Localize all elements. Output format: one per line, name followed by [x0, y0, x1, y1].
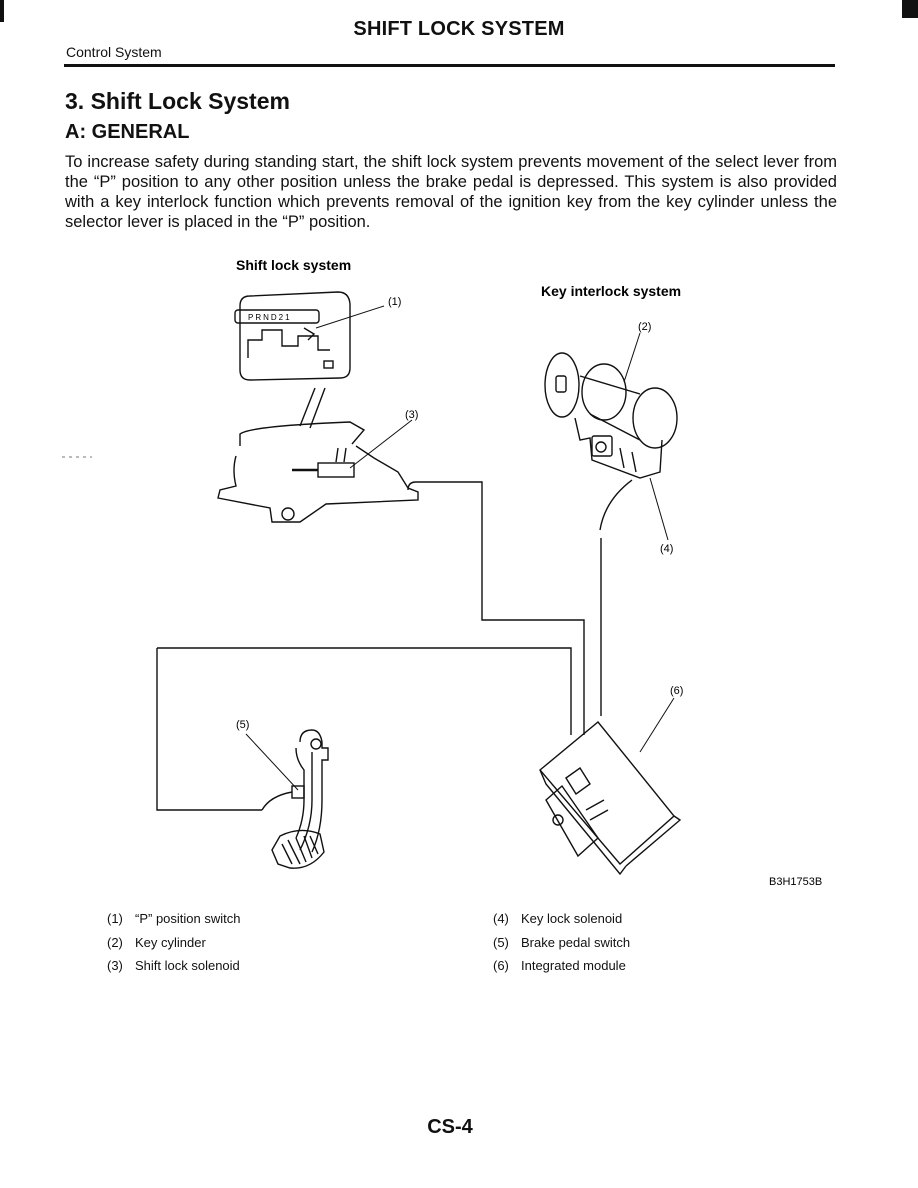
- legend-num: (2): [107, 935, 123, 950]
- key-interlock-system-label: Key interlock system: [541, 283, 681, 299]
- header-rule: [64, 64, 835, 67]
- leader-lines: [245, 305, 675, 791]
- scan-edge-mark-left: [0, 0, 4, 22]
- callout-5: (5): [236, 719, 249, 731]
- integrated-module: [539, 721, 682, 876]
- key-cylinder-assembly: [544, 352, 678, 479]
- legend-label: Key cylinder: [135, 935, 206, 950]
- wire-key-lock-curve: [599, 479, 633, 531]
- legend-item: (1) “P” position switch: [107, 911, 240, 926]
- selector-lever-assembly: [217, 387, 419, 523]
- legend-item: (4) Key lock solenoid: [493, 911, 622, 926]
- legend-num: (5): [493, 935, 509, 950]
- legend-label: Key lock solenoid: [521, 911, 623, 926]
- legend-item: (3) Shift lock solenoid: [107, 958, 240, 973]
- running-header-section: Control System: [66, 44, 162, 60]
- callout-1: (1): [388, 296, 401, 308]
- legend-label: Shift lock solenoid: [135, 958, 240, 973]
- legend-num: (1): [107, 911, 123, 926]
- general-paragraph: To increase safety during standing start…: [65, 153, 837, 231]
- wire-brake: [157, 647, 572, 735]
- chapter-heading: 3. Shift Lock System: [65, 88, 290, 114]
- legend-num: (4): [493, 911, 509, 926]
- running-header-title: SHIFT LOCK SYSTEM: [353, 18, 565, 40]
- page-number: CS-4: [427, 1116, 473, 1138]
- section-heading: A: GENERAL: [65, 121, 190, 143]
- legend-item: (5) Brake pedal switch: [493, 935, 630, 950]
- wire-shift-lock: [407, 481, 585, 735]
- legend-label: “P” position switch: [135, 911, 241, 926]
- legend-label: Integrated module: [521, 958, 626, 973]
- shift-lock-diagram: Shift lock system Key interlock system P…: [62, 257, 822, 888]
- legend-item: (6) Integrated module: [493, 958, 626, 973]
- callout-6: (6): [670, 685, 683, 697]
- callout-3: (3): [405, 409, 418, 421]
- wire-brake-lower: [156, 648, 262, 811]
- shift-lock-system-label: Shift lock system: [236, 257, 351, 273]
- gate-text: PRND21: [248, 313, 292, 322]
- legend-label: Brake pedal switch: [521, 935, 631, 950]
- legend-num: (6): [493, 958, 509, 973]
- legend-item: (2) Key cylinder: [107, 935, 206, 950]
- brake-pedal: [261, 729, 329, 869]
- legend-num: (3): [107, 958, 123, 973]
- figure-id: B3H1753B: [769, 876, 822, 888]
- selector-indicator-panel: [234, 291, 351, 381]
- callout-2: (2): [638, 321, 651, 333]
- scan-edge-mark-right: [902, 0, 918, 18]
- callout-4: (4): [660, 543, 673, 555]
